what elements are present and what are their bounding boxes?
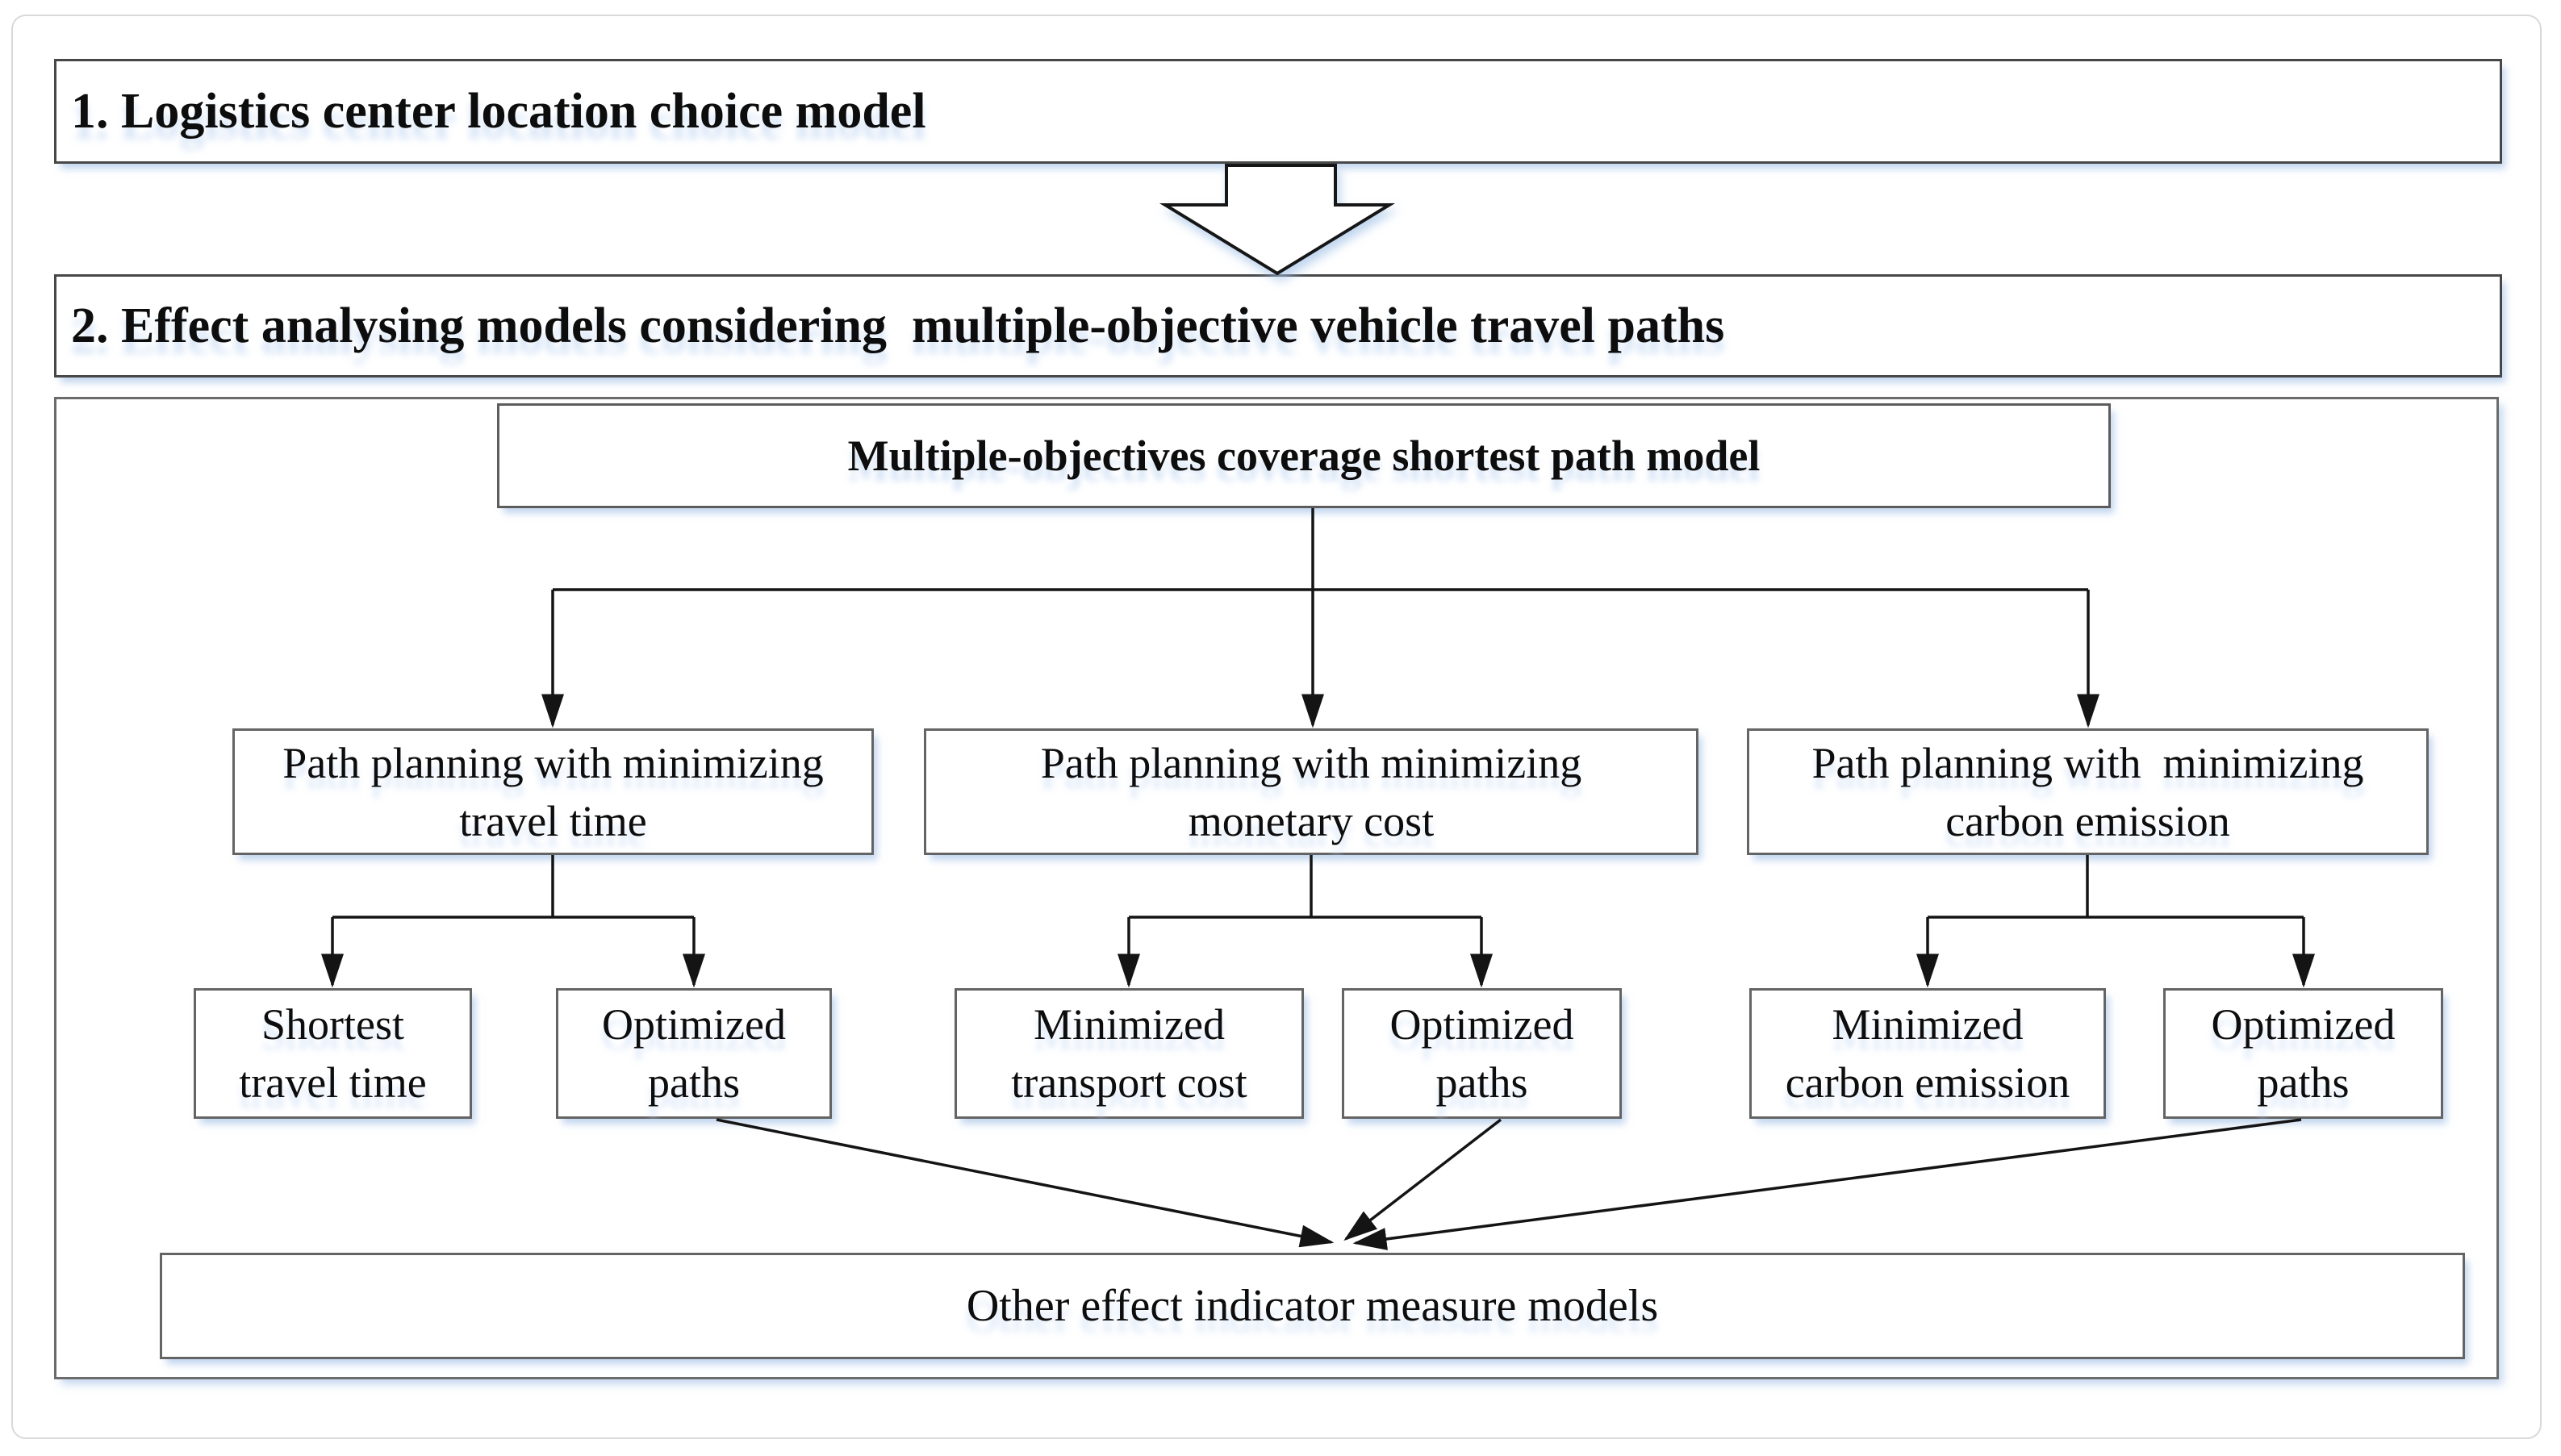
box-label-line: paths [1435, 1058, 1528, 1107]
sink-label: Other effect indicator measure models [966, 1281, 1659, 1331]
box-label-line: Shortest [261, 1000, 404, 1049]
box-label-line: Path planning with minimizing [282, 738, 824, 787]
box-label-line: Minimized [1832, 1000, 2024, 1049]
branch-box-carbon-emission: Path planning with minimizing carbon emi… [1747, 728, 2429, 855]
box-label-line: carbon emission [1945, 796, 2230, 845]
box-label-line: paths [648, 1058, 740, 1107]
box-label-line: Optimized [1389, 1000, 1574, 1049]
step1-label: 1. Logistics center location choice mode… [71, 83, 926, 139]
outcome-box-optimized-paths-1: Optimized paths [556, 988, 832, 1119]
outcome-box-minimized-transport-cost: Minimized transport cost [955, 988, 1304, 1119]
outcome-box-minimized-carbon-emission: Minimized carbon emission [1749, 988, 2106, 1119]
step1-box: 1. Logistics center location choice mode… [54, 59, 2502, 164]
box-label-line: Optimized [602, 1000, 786, 1049]
box-label-line: Optimized [2211, 1000, 2396, 1049]
box-label-line: Path planning with minimizing [1811, 738, 2364, 787]
branch-box-monetary-cost: Path planning with minimizing monetary c… [924, 728, 1698, 855]
box-label-line: paths [2257, 1058, 2350, 1107]
outcome-box-optimized-paths-2: Optimized paths [1342, 988, 1622, 1119]
box-label-line: Path planning with minimizing [1040, 738, 1582, 787]
box-label-line: carbon emission [1785, 1058, 2070, 1107]
root-model-box: Multiple-objectives coverage shortest pa… [497, 403, 2111, 508]
box-label-line: transport cost [1011, 1058, 1247, 1107]
box-label-line: Minimized [1034, 1000, 1225, 1049]
outcome-box-shortest-travel-time: Shortest travel time [194, 988, 472, 1119]
step2-box: 2. Effect analysing models considering m… [54, 274, 2502, 378]
effect-models-panel [54, 397, 2499, 1379]
outcome-box-optimized-paths-3: Optimized paths [2163, 988, 2443, 1119]
sink-box: Other effect indicator measure models [160, 1253, 2465, 1359]
figure-frame [11, 15, 2542, 1439]
box-label-line: travel time [459, 796, 647, 845]
root-model-label: Multiple-objectives coverage shortest pa… [847, 432, 1761, 480]
box-label-line: travel time [239, 1058, 427, 1107]
branch-box-travel-time: Path planning with minimizing travel tim… [232, 728, 874, 855]
step2-label: 2. Effect analysing models considering m… [71, 298, 1725, 353]
box-label-line: monetary cost [1188, 796, 1435, 845]
